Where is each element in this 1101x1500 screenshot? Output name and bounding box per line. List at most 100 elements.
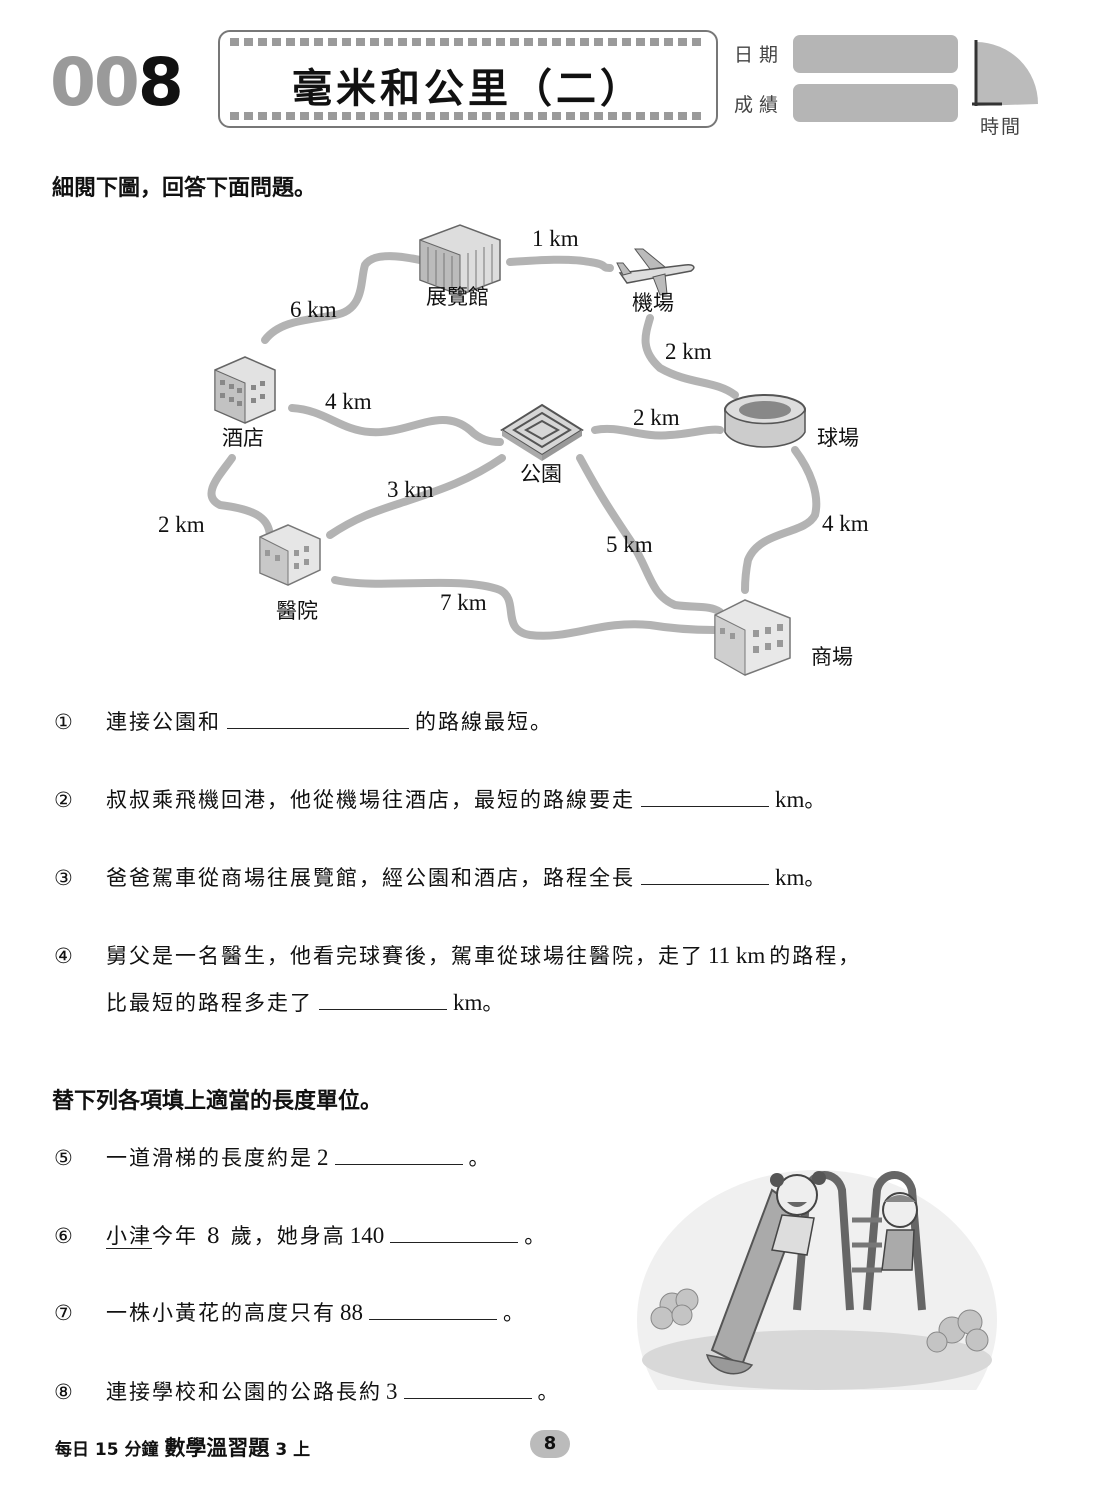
distance-stadium-mall: 4 km [822, 511, 869, 536]
hospital-building-icon [259, 524, 321, 586]
road-hospital-mall [331, 576, 719, 640]
title-banner: 毫米和公里（二） [218, 30, 718, 128]
distance-hotel-park: 4 km [325, 389, 372, 414]
question-text: 連接公園和 [106, 710, 221, 734]
road-hotel-exhibition [261, 252, 424, 344]
question-text-end: 的路線最短。 [415, 710, 553, 734]
question-2: ② 叔叔乘飛機回港，他從機場往酒店，最短的路線要走 km。 [54, 784, 827, 814]
hotel-building-icon [214, 356, 276, 424]
park-maze-icon [500, 403, 584, 461]
title-stripe-top [230, 38, 706, 46]
section1-instruction: 細閱下圖，回答下面問題。 [52, 176, 317, 201]
unit-label: km [775, 865, 805, 890]
question-text: 比最短的路程多走了 [106, 991, 313, 1015]
lesson-number-prefix: 00 [50, 44, 140, 121]
road-park-mall [576, 454, 724, 616]
answer-blank-4[interactable] [319, 987, 447, 1010]
question-number: ⑤ [54, 1146, 75, 1170]
question-text: 爸爸駕車從商場往展覽館，經公園和酒店，路程全長 [106, 866, 635, 890]
road-stadium-mall [741, 446, 821, 594]
question-number: ② [54, 788, 75, 812]
score-field[interactable] [793, 84, 958, 122]
road-hotel-park [288, 404, 504, 446]
series-title: 每日 15 分鐘 數學溫習題 3 上 [55, 1432, 310, 1462]
label-hotel: 酒店 [222, 426, 264, 450]
score-label: 成績 [734, 94, 785, 116]
answer-blank-8[interactable] [403, 1376, 532, 1399]
question-value: 2 [317, 1145, 329, 1170]
road-exhibition-airport [506, 255, 614, 272]
question-text: 一道滑梯的長度約是 [106, 1146, 313, 1170]
answer-blank-5[interactable] [334, 1142, 463, 1165]
label-exhibition: 展覽館 [426, 285, 489, 309]
lesson-number-digit: 8 [137, 44, 184, 121]
question-value: 140 [349, 1223, 385, 1248]
distance-exhibition-airport: 1 km [532, 226, 579, 251]
playground-slide-illustration [637, 1170, 997, 1390]
mall-building-icon [714, 599, 791, 676]
answer-blank-3[interactable] [641, 862, 769, 885]
distance-park-hospital: 3 km [387, 477, 434, 502]
section2-instruction: 替下列各項填上適當的長度單位。 [52, 1089, 383, 1114]
question-4-line2: 比最短的路程多走了 km。 [54, 987, 505, 1017]
question-number: ⑥ [54, 1224, 75, 1248]
answer-blank-7[interactable] [369, 1297, 497, 1320]
airplane-icon [616, 248, 695, 296]
unit-label: km [453, 990, 483, 1015]
title-stripe-bottom [230, 112, 706, 120]
answer-blank-2[interactable] [641, 784, 769, 807]
time-label: 時間 [980, 116, 1023, 138]
question-text: 舅父是一名醫生，他看完球賽後，駕車從球場往醫院，走了 [106, 944, 704, 968]
lesson-number: 008 [50, 50, 184, 116]
road-park-hospital [326, 454, 506, 539]
question-number: ④ [54, 944, 75, 968]
question-number: ⑧ [54, 1380, 75, 1404]
page-number: 8 [530, 1430, 570, 1458]
distance-airport-stadium: 2 km [665, 339, 712, 364]
label-airport: 機場 [632, 291, 674, 315]
question-end: 。 [482, 991, 506, 1015]
unit-label: km [775, 787, 805, 812]
page-title: 毫米和公里（二） [292, 66, 644, 112]
date-label: 日期 [734, 44, 785, 66]
road-hotel-hospital [207, 454, 274, 539]
distance-hotel-exhibition: 6 km [290, 297, 337, 322]
question-value: 11 km [708, 943, 766, 968]
question-number: ③ [54, 866, 75, 890]
road-airport-stadium [641, 314, 739, 399]
question-number: ⑦ [54, 1301, 75, 1325]
stadium-icon [724, 394, 806, 448]
question-1: ① 連接公園和 的路線最短。 [54, 706, 553, 736]
road-park-stadium [591, 424, 724, 440]
label-hospital: 醫院 [276, 599, 318, 623]
question-text: 叔叔乘飛機回港，他從機場往酒店，最短的路線要走 [106, 788, 635, 812]
exhibition-building-icon [419, 224, 501, 296]
question-text: 今年 8 歲，她身高 [152, 1224, 346, 1248]
label-park: 公園 [520, 462, 562, 486]
series-big: 數學溫習題 [164, 1436, 270, 1460]
question-end: 。 [524, 1224, 548, 1248]
question-end: 。 [804, 788, 828, 812]
date-field[interactable] [793, 35, 958, 73]
question-number: ① [54, 710, 75, 734]
distance-park-mall: 5 km [606, 532, 653, 557]
person-name: 小津 [106, 1224, 152, 1249]
question-end: 。 [537, 1380, 561, 1404]
question-end: 。 [503, 1301, 526, 1325]
answer-blank-6[interactable] [390, 1220, 519, 1243]
label-mall: 商場 [811, 645, 853, 669]
series-small: 每日 15 分鐘 [55, 1440, 159, 1460]
timer-icon [972, 40, 1038, 106]
route-map [207, 224, 821, 676]
question-text: 連接學校和公園的公路長約 [106, 1380, 382, 1404]
distance-hospital-mall: 7 km [440, 590, 487, 615]
answer-blank-1[interactable] [227, 706, 409, 729]
question-end: 。 [468, 1146, 492, 1170]
question-text: 一株小黃花的高度只有 [106, 1301, 336, 1325]
